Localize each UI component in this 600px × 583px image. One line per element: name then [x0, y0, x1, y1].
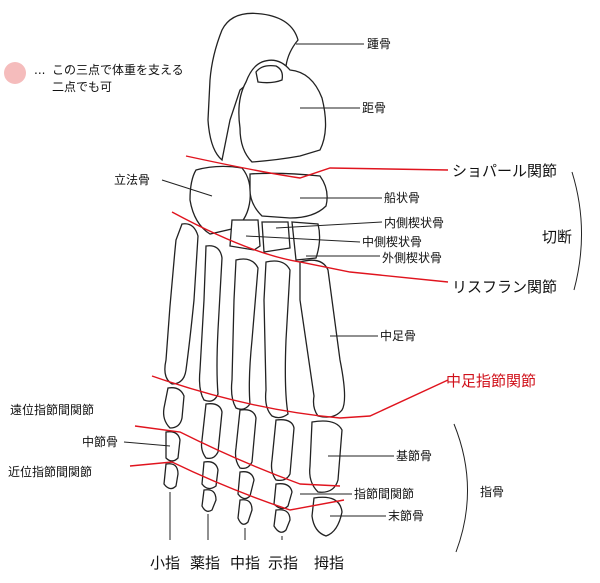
- label-medial-cuneiform: 内側楔状骨: [384, 216, 444, 230]
- proximal-phalanx-3: [234, 409, 257, 470]
- legend-dots: ...: [34, 63, 45, 77]
- label-chopart-joint: ショパール関節: [452, 162, 557, 180]
- distal-phalanx-4: [201, 489, 217, 512]
- mtp-joint-line: [151, 375, 449, 419]
- middle-phalanx-2: [273, 483, 293, 510]
- label-lateral-cuneiform: 外側楔状骨: [382, 251, 442, 265]
- label-phalanges-group: 指骨: [480, 484, 504, 499]
- toe-label-index: 示指: [268, 554, 298, 572]
- legend-line1: この三点で体重を支える: [52, 63, 184, 77]
- talus-bone: [238, 59, 327, 163]
- middle-phalanx-4: [201, 461, 219, 490]
- leader-cuboid: [161, 179, 213, 197]
- amputation-bracket: [571, 171, 582, 291]
- label-lisfranc-joint: リスフラン関節: [452, 278, 557, 296]
- distal-phalanx-3: [237, 499, 253, 525]
- label-middle-phalanx: 中節骨: [82, 434, 118, 449]
- leader-intermediate-cuneiform: [245, 235, 361, 243]
- toe-label-middle: 中指: [230, 554, 260, 572]
- label-talus: 距骨: [362, 101, 386, 115]
- label-pip-joint: 近位指節間関節: [8, 464, 92, 479]
- metatarsal-2: [263, 260, 291, 419]
- label-metatarsal: 中足骨: [380, 328, 416, 343]
- label-dip-joint: 遠位指節間関節: [10, 402, 94, 417]
- metatarsal-3: [230, 258, 259, 410]
- talus-dome: [255, 64, 284, 84]
- metatarsal-4: [198, 245, 223, 402]
- chopart-joint-line: [185, 155, 449, 179]
- distal-phalanx-2: [273, 509, 291, 533]
- label-intermediate-cuneiform: 中側楔状骨: [362, 234, 422, 249]
- navicular-bone: [249, 172, 328, 219]
- legend-line2: 二点でも可: [52, 80, 112, 94]
- phalanges-bracket: [453, 423, 468, 553]
- label-ip-joint: 指節間関節: [354, 486, 414, 501]
- label-proximal-phalanx: 基節骨: [396, 448, 432, 463]
- intermediate-cuneiform-bone: [229, 219, 261, 251]
- dip-joint-line: [134, 425, 341, 487]
- metatarsal-1: [299, 259, 346, 418]
- toe-label-big: 拇指: [314, 554, 344, 572]
- label-amputation-group: 切断: [542, 228, 572, 246]
- lisfranc-joint-line: [171, 211, 449, 283]
- toe-label-little: 小指: [150, 554, 180, 572]
- leader-medial-cuneiform: [275, 221, 383, 229]
- legend-marker: [4, 62, 26, 84]
- toe-label-ring: 薬指: [190, 554, 220, 572]
- middle-phalanx-5: [165, 431, 181, 462]
- label-calcaneus: 踵骨: [367, 37, 391, 51]
- lateral-cuneiform-bone: [291, 221, 321, 261]
- medial-cuneiform-bone: [261, 221, 291, 253]
- label-distal-phalanx: 末節骨: [388, 508, 424, 523]
- pip-joint-line: [129, 461, 345, 511]
- metatarsal-5: [164, 223, 199, 385]
- leader-middle-phalanx: [123, 441, 171, 447]
- label-mtp-joint: 中足指節関節: [446, 372, 536, 390]
- proximal-phalanx-1: [309, 420, 343, 493]
- proximal-phalanx-5: [162, 387, 185, 429]
- label-cuboid: 立法骨: [114, 172, 150, 187]
- label-navicular: 船状骨: [384, 191, 420, 205]
- distal-phalanx-1: [311, 496, 343, 537]
- proximal-phalanx-2: [270, 419, 295, 482]
- distal-phalanx-5: [163, 463, 179, 490]
